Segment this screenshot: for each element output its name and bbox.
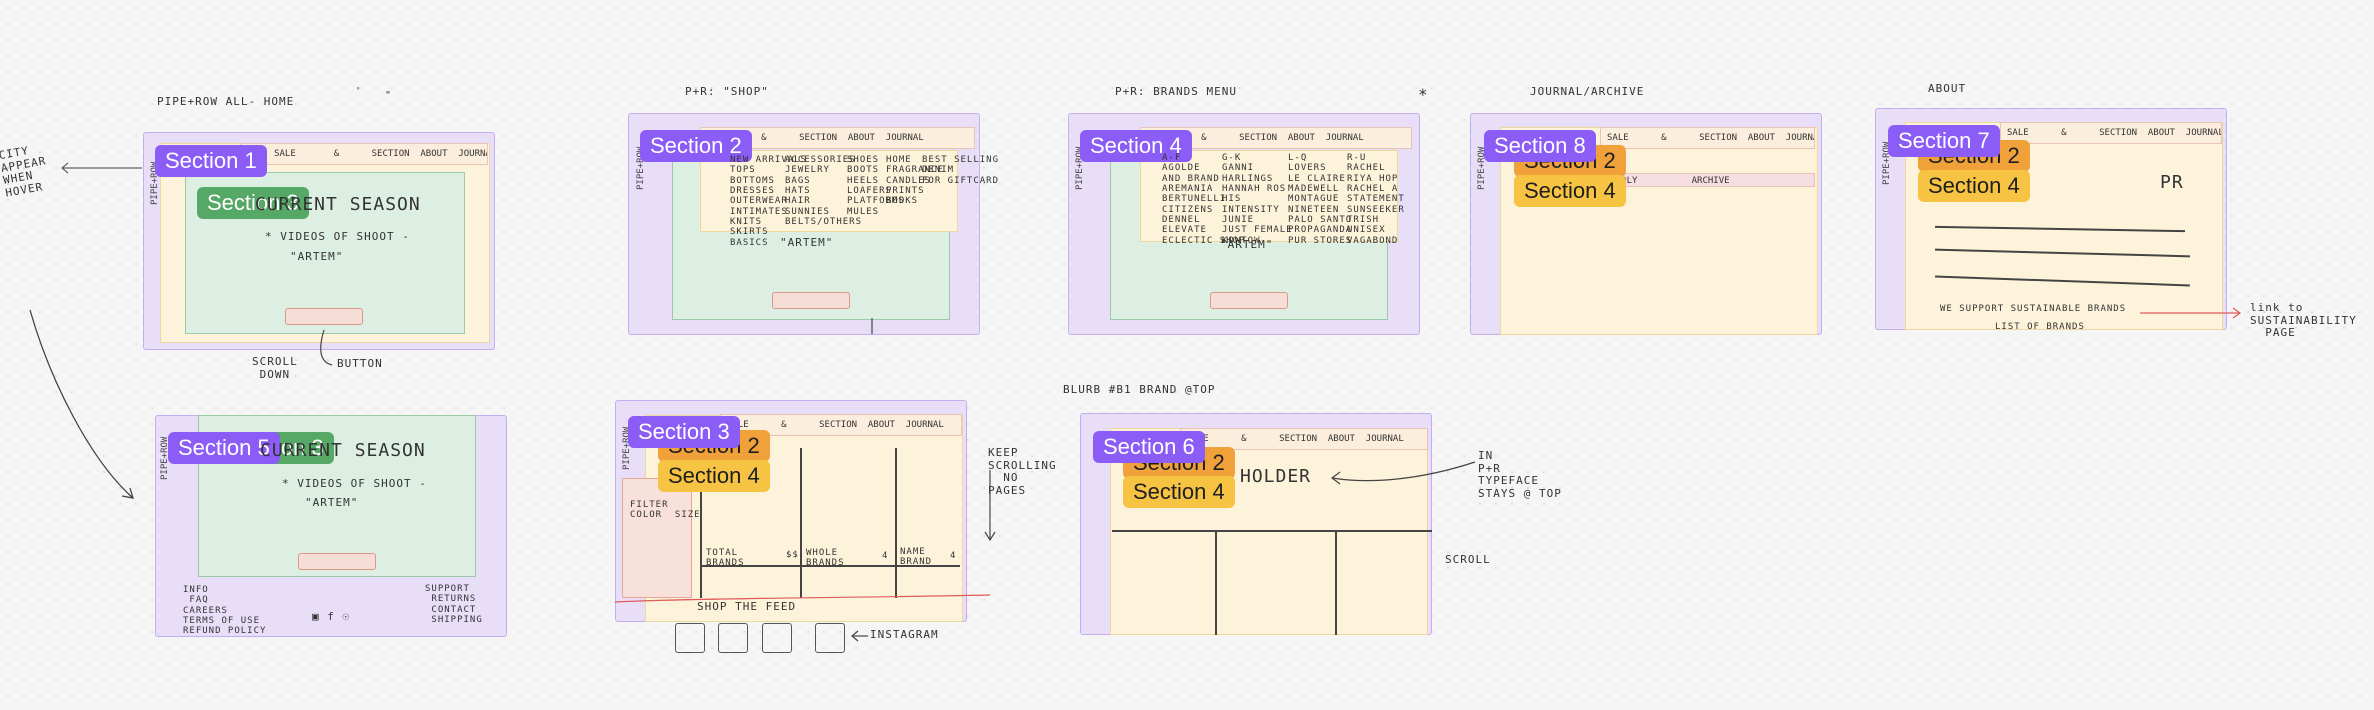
section-4-label-listing[interactable]: Section 4 xyxy=(658,460,770,492)
brands-col-a-f[interactable]: A-F AGOLDE AND BRAND AREMANIA BERTUNELLI… xyxy=(1162,153,1246,246)
brand-grid-line-2 xyxy=(1335,530,1337,635)
brands-col-l-q[interactable]: L-Q LOVERS LE CLAIRE MADEWELL MONTAGUE N… xyxy=(1288,153,1353,246)
section-1-label[interactable]: Section 1 xyxy=(155,145,267,177)
about-title-note: ABOUT xyxy=(1928,82,1967,95)
shop-the-feed-text: SHOP THE FEED xyxy=(697,600,797,613)
shop-filter-text[interactable]: FILTER COLOR SIZE xyxy=(630,500,701,521)
shop-title-note: P+R: "SHOP" xyxy=(685,85,769,98)
home-hero-button[interactable] xyxy=(285,308,363,325)
footer-social-icons[interactable]: ▣ f ☉ xyxy=(312,610,351,623)
blurb-note: BLURB #B1 BRAND @TOP xyxy=(1063,383,1216,396)
section-3-label-home[interactable]: Section 3 xyxy=(197,187,309,219)
home-nav-bar[interactable]: SALE & SECTION ABOUT JOURNAL xyxy=(240,143,488,165)
section-8-label[interactable]: Section 8 xyxy=(1484,130,1596,162)
section-4-label-brand[interactable]: Section 4 xyxy=(1123,476,1235,508)
brands-hero-button[interactable] xyxy=(1210,292,1288,309)
home-scrolled-current-season: CURRENT SEASON xyxy=(260,440,426,461)
scroll-down-note: SCROLL DOWN xyxy=(252,355,298,381)
shop-count-1: 4 xyxy=(882,551,889,561)
shop-menu-col-4[interactable]: HOME FRAGRANCE CANDLES PRINTS BOOKS xyxy=(886,155,944,207)
section-5-label[interactable]: Section 5 xyxy=(168,432,280,464)
shop-artem: "ARTEM" xyxy=(780,236,834,249)
about-pr-text: PR xyxy=(2160,172,2184,193)
shop-grid-line-2 xyxy=(800,448,802,598)
section-3-label-listing[interactable]: Section 3 xyxy=(628,416,740,448)
about-we-support[interactable]: WE SUPPORT SUSTAINABLE BRANDS xyxy=(1940,304,2127,314)
about-list-of-brands[interactable]: LIST OF BRANDS xyxy=(1995,322,2085,332)
shop-count-2: 4 xyxy=(950,551,957,561)
shop-menu-col-1[interactable]: NEW ARRIVALS TOPS BOTTOMS DRESSES OUTERW… xyxy=(730,155,808,248)
shop-total-brands: TOTAL BRANDS xyxy=(706,548,745,569)
brand-holder-text: HOLDER xyxy=(1240,466,1312,487)
feed-square-1[interactable] xyxy=(675,623,705,653)
section-6-label[interactable]: Section 6 xyxy=(1093,431,1205,463)
feed-square-3[interactable] xyxy=(762,623,792,653)
city-hover-note: CITY APPEAR WHEN HOVER xyxy=(0,144,48,200)
brands-title-note: P+R: BRANDS MENU xyxy=(1115,85,1237,98)
shop-whole-brands: WHOLE BRANDS xyxy=(806,548,845,569)
brands-col-r-u[interactable]: R-U RACHEL RIYA HOP RACHEL A STATEMENT S… xyxy=(1347,153,1405,246)
shop-dropdown-menu[interactable] xyxy=(700,150,958,232)
journal-title-note: JOURNAL/ARCHIVE xyxy=(1530,85,1645,98)
shop-menu-col-5[interactable]: BEST SELLING DENIM FOR GIFTCARD xyxy=(922,155,1000,186)
footer-left-links[interactable]: INFO FAQ CAREERS TERMS OF USE REFUND POL… xyxy=(183,585,267,637)
link-to-sustainability-note: link to SUSTAINABILITY PAGE xyxy=(2250,301,2357,340)
scroll-note: SCROLL xyxy=(1445,553,1491,566)
section-4-label-about[interactable]: Section 4 xyxy=(1918,170,2030,202)
home-current-season: CURRENT SEASON xyxy=(255,194,421,215)
brand-header-line xyxy=(1112,530,1432,532)
section-4-label-journal[interactable]: Section 4 xyxy=(1514,175,1626,207)
home-title-note: PIPE+ROW ALL- HOME xyxy=(157,95,295,108)
footer-right-links[interactable]: SUPPORT RETURNS CONTACT SHIPPING xyxy=(425,584,483,626)
home-scrolled-button[interactable] xyxy=(298,553,376,570)
home-scrolled-artem: "ARTEM" xyxy=(305,496,359,509)
brands-nav-bar[interactable]: SALE & SECTION ABOUT JOURNAL xyxy=(1140,127,1412,149)
shop-name-brand: NAME BRAND xyxy=(900,547,933,568)
brands-artem: "ARTEM" xyxy=(1220,238,1274,251)
in-typeface-note: IN P+R TYPEFACE STAYS @ TOP xyxy=(1478,449,1562,500)
shop-grid-line-1 xyxy=(700,448,702,598)
feed-square-2[interactable] xyxy=(718,623,748,653)
about-nav-bar[interactable]: SALE & SECTION ABOUT JOURNAL xyxy=(2000,122,2222,144)
shop-price: $$ xyxy=(786,550,799,560)
shop-nav-bar[interactable]: SALE & SECTION ABOUT JOURNAL xyxy=(700,127,975,149)
brand-grid-line-1 xyxy=(1215,530,1217,635)
section-4-label-brands[interactable]: Section 4 xyxy=(1080,130,1192,162)
keep-scrolling-note: KEEP SCROLLING NO PAGES xyxy=(988,446,1057,497)
home-videos-of-shoot: * VIDEOS OF SHOOT - xyxy=(265,230,410,243)
shop-grid-line-3 xyxy=(895,448,897,598)
feed-square-4[interactable] xyxy=(815,623,845,653)
home-artem: "ARTEM" xyxy=(290,250,344,263)
shop-grid-row-line xyxy=(700,565,960,567)
button-note: BUTTON xyxy=(337,357,383,370)
brands-dropdown-menu[interactable] xyxy=(1140,150,1398,242)
home-scrolled-videos: * VIDEOS OF SHOOT - xyxy=(282,477,427,490)
shop-hero-button[interactable] xyxy=(772,292,850,309)
journal-nav-bar[interactable]: SALE & SECTION ABOUT JOURNAL xyxy=(1600,127,1815,149)
shop-filter-panel[interactable] xyxy=(622,478,692,598)
brands-col-g-k[interactable]: G-K GANNI HARLINGS HANNAH ROS HIS INTENS… xyxy=(1222,153,1293,246)
shop-menu-col-2[interactable]: ACCESSORIES JEWELRY BAGS HATS HAIR SUNNI… xyxy=(785,155,863,228)
section-2-label-shop[interactable]: Section 2 xyxy=(640,130,752,162)
section-7-label[interactable]: Section 7 xyxy=(1888,125,2000,157)
shop-menu-col-3[interactable]: SHOES BOOTS HEELS LOAFERS PLATFORMS MULE… xyxy=(847,155,905,217)
instagram-note: INSTAGRAM xyxy=(870,628,939,641)
